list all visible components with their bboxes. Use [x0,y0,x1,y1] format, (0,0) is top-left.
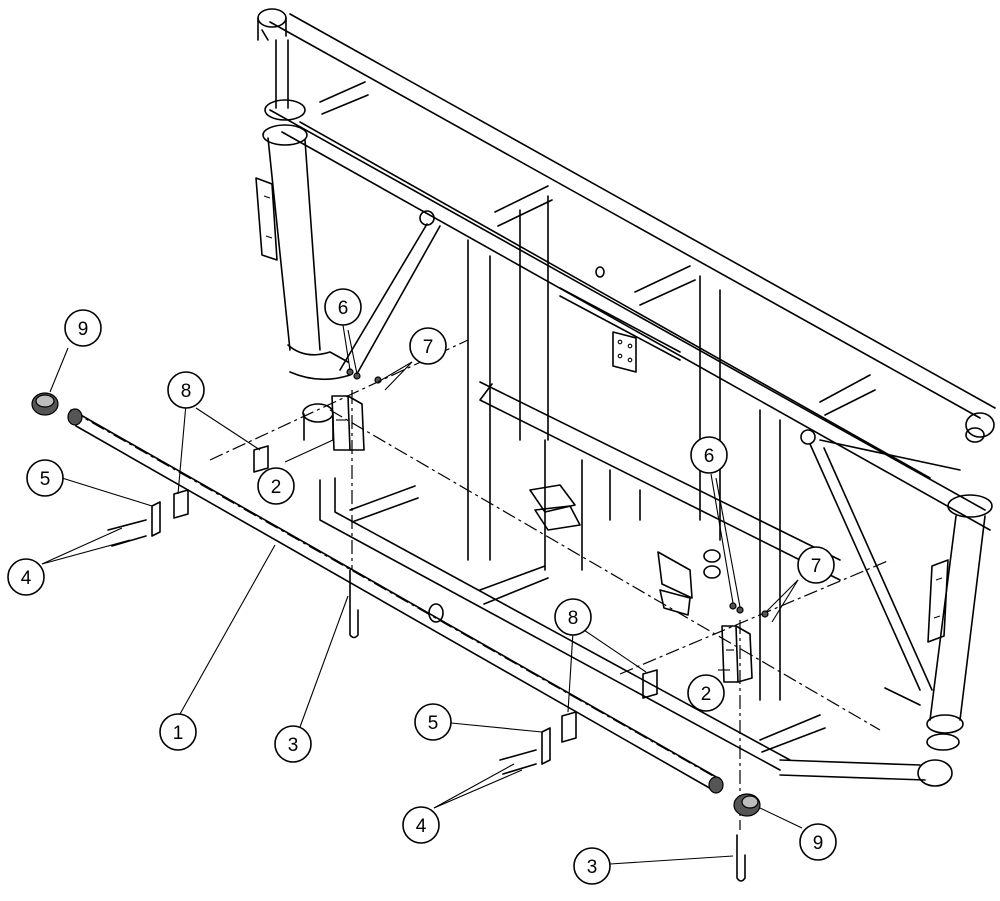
center-lines [69,339,891,830]
boom-frame [255,8,996,787]
callout-label: 9 [78,319,89,340]
clamp-parts [173,445,658,743]
callout-label: 5 [428,713,439,734]
leader-lines [41,324,803,865]
callout-label: 2 [271,477,282,498]
bolt-parts [107,519,537,775]
callout-label: 7 [811,556,822,577]
callout-7-b: 7 [797,546,835,584]
callout-4-a: 4 [7,558,45,596]
callout-3-b: 3 [573,847,611,885]
callout-label: 5 [40,469,51,490]
callout-label: 6 [338,298,349,319]
callout-label: 3 [288,735,299,756]
callout-5-b: 5 [414,703,452,741]
callout-1-a: 1 [159,713,197,751]
callout-label: 1 [173,723,184,744]
end-cap-parts [31,392,761,817]
shaft-part [67,408,724,794]
callout-8-a: 8 [167,371,205,409]
callout-9-a: 9 [64,309,102,347]
callout-2-a: 2 [257,467,295,505]
callout-2-b: 2 [687,674,725,712]
callout-3-a: 3 [274,725,312,763]
callout-label: 4 [21,568,32,589]
callout-label: 3 [587,857,598,878]
callout-4-b: 4 [402,806,440,844]
plate-parts [151,501,551,765]
callout-8-b: 8 [554,598,592,636]
callout-label: 6 [704,446,715,467]
u-pin-parts [349,569,746,882]
bracket-parts [331,395,753,683]
callout-6-a: 6 [324,288,362,326]
callout-label: 8 [568,608,579,629]
callout-7-a: 7 [409,327,447,365]
callout-label: 9 [813,833,824,854]
callout-label: 2 [701,684,712,705]
callout-5-a: 5 [26,459,64,497]
callout-6-b: 6 [690,436,728,474]
callout-9-b: 9 [799,823,837,861]
callout-label: 7 [423,337,434,358]
callout-label: 4 [416,816,427,837]
callout-label: 8 [181,381,192,402]
